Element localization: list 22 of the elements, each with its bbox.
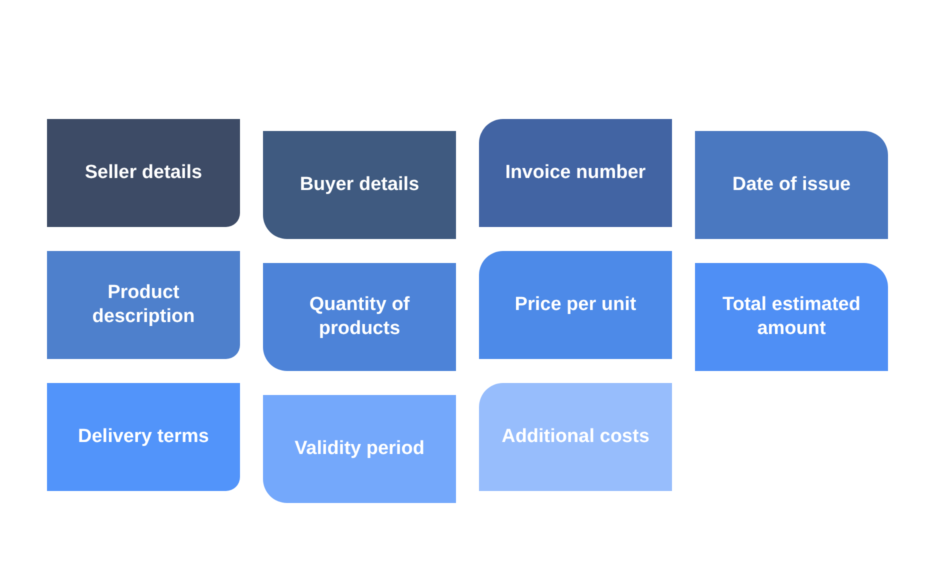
box-label: Delivery terms xyxy=(78,425,209,449)
box-label: Date of issue xyxy=(732,173,851,197)
rounded-box xyxy=(47,251,240,359)
rounded-box xyxy=(479,251,672,359)
box-label: Product description xyxy=(91,281,196,329)
rounded-box xyxy=(47,383,240,491)
box-label: Quantity of products xyxy=(308,293,411,341)
rounded-box xyxy=(263,395,456,503)
box-label: Price per unit xyxy=(514,293,636,317)
rounded-box xyxy=(47,119,240,227)
box-label: Buyer details xyxy=(300,173,420,197)
box-label: Validity period xyxy=(294,437,424,461)
box-label: Additional costs xyxy=(502,425,650,449)
rounded-box xyxy=(695,131,888,239)
box-label: Total estimated amount xyxy=(722,293,862,341)
rounded-box xyxy=(479,383,672,491)
rounded-box xyxy=(479,119,672,227)
rounded-box xyxy=(263,263,456,371)
rounded-box xyxy=(695,263,888,371)
box-label: Invoice number xyxy=(505,161,646,185)
box-label: Seller details xyxy=(84,161,202,185)
rounded-box xyxy=(263,131,456,239)
